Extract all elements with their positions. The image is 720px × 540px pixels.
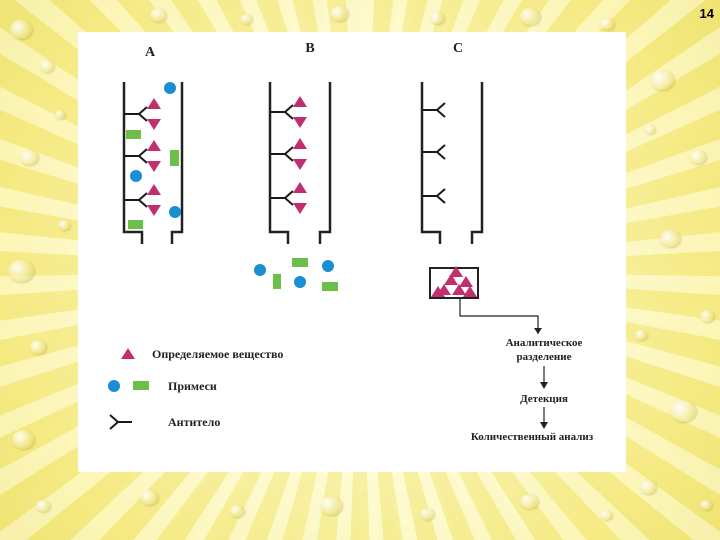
water-droplet (420, 508, 434, 520)
water-droplet (240, 14, 252, 25)
analyte-triangle-icon (293, 203, 307, 214)
water-droplet (600, 510, 612, 521)
analyte-triangle-icon (147, 205, 161, 216)
water-droplet (40, 60, 54, 72)
flow-arrowhead (534, 328, 542, 334)
water-droplet (520, 8, 540, 25)
flow-step-separation: Аналитическое (506, 337, 583, 349)
impurity-circle-icon (169, 206, 181, 218)
analyte-triangle-icon (147, 98, 161, 109)
analyte-triangle-icon (147, 161, 161, 172)
legend: Определяемое вещество Примеси Антитело (108, 347, 283, 430)
page-number: 14 (699, 6, 714, 21)
column-a (122, 82, 184, 244)
column-c-wall-left (420, 82, 442, 244)
legend-impurity-circle-icon (108, 380, 120, 392)
impurity-rect-icon (170, 150, 179, 166)
legend-analyte-icon (121, 348, 135, 359)
water-droplet (330, 6, 348, 22)
water-droplet (150, 8, 166, 22)
water-droplet (230, 505, 244, 517)
water-droplet (660, 230, 680, 247)
antibody-icon (270, 146, 294, 162)
antibody-icon (422, 144, 446, 160)
antibody-icon (124, 106, 148, 122)
antibody-icon (270, 190, 294, 206)
impurity-circle-icon (164, 82, 176, 94)
column-a-wall-right (170, 82, 184, 244)
diagram-panel: A B C (78, 32, 626, 472)
antibody-icon (124, 192, 148, 208)
column-c-wall-right (470, 82, 484, 244)
legend-antibody-label: Антитело (168, 415, 220, 429)
impurity-rect-icon (292, 258, 308, 267)
impurity-circle-icon (322, 260, 334, 272)
column-label-a: A (145, 45, 156, 60)
flow-step-detection: Детекция (520, 393, 568, 405)
analyte-triangle-icon (147, 119, 161, 130)
impurity-rect-icon (322, 282, 338, 291)
legend-analyte-label: Определяемое вещество (152, 347, 283, 361)
impurity-rect-icon (128, 220, 143, 229)
water-droplet (320, 496, 342, 515)
impurity-rect-icon (126, 130, 141, 139)
legend-impurities-label: Примеси (168, 379, 217, 393)
column-b-wall-left (268, 82, 290, 244)
legend-antibody-icon (109, 414, 132, 430)
water-droplet (10, 20, 32, 39)
water-droplet (20, 150, 38, 166)
flow-arrowhead (540, 382, 548, 389)
water-droplet (430, 12, 444, 24)
flow-step-separation-line2: разделение (517, 351, 572, 363)
water-droplet (58, 220, 70, 231)
legend-impurity-rect-icon (133, 381, 149, 390)
water-droplet (140, 490, 158, 506)
analyte-triangle-icon (147, 184, 161, 195)
immunoaffinity-diagram: A B C (108, 41, 594, 443)
impurity-rect-icon (273, 274, 281, 289)
column-b-wall-right (318, 82, 332, 244)
column-a-wall-left (122, 82, 144, 244)
antibody-icon (422, 188, 446, 204)
analyte-triangle-icon (293, 117, 307, 128)
water-droplet (36, 500, 50, 512)
water-droplet (640, 480, 656, 494)
impurity-circle-icon (254, 264, 266, 276)
impurity-circle-icon (294, 276, 306, 288)
water-droplet (600, 18, 614, 30)
analyte-triangle-icon (293, 138, 307, 149)
analyte-triangle-icon (293, 159, 307, 170)
water-droplet (700, 500, 712, 511)
water-droplet (12, 430, 34, 449)
water-droplet (520, 494, 538, 510)
antibody-icon (270, 104, 294, 120)
column-b (254, 82, 338, 291)
water-droplet (30, 340, 46, 354)
water-droplet (650, 70, 674, 91)
flow-connector (459, 298, 539, 334)
water-droplet (670, 400, 696, 423)
water-droplet (55, 110, 65, 119)
analyte-triangle-icon (293, 182, 307, 193)
water-droplet (635, 330, 647, 341)
antibody-icon (124, 148, 148, 164)
column-label-c: C (453, 41, 463, 56)
water-droplet (8, 260, 34, 283)
flow-arrowhead (540, 422, 548, 429)
flow-step-quantitation: Количественный анализ (471, 431, 594, 443)
analyte-triangle-icon (293, 96, 307, 107)
column-c (420, 82, 542, 334)
column-label-b: B (305, 41, 314, 56)
analyte-triangle-icon (147, 140, 161, 151)
water-droplet (700, 310, 714, 322)
water-droplet (645, 125, 655, 134)
antibody-icon (422, 102, 446, 118)
water-droplet (690, 150, 706, 164)
impurity-circle-icon (130, 170, 142, 182)
